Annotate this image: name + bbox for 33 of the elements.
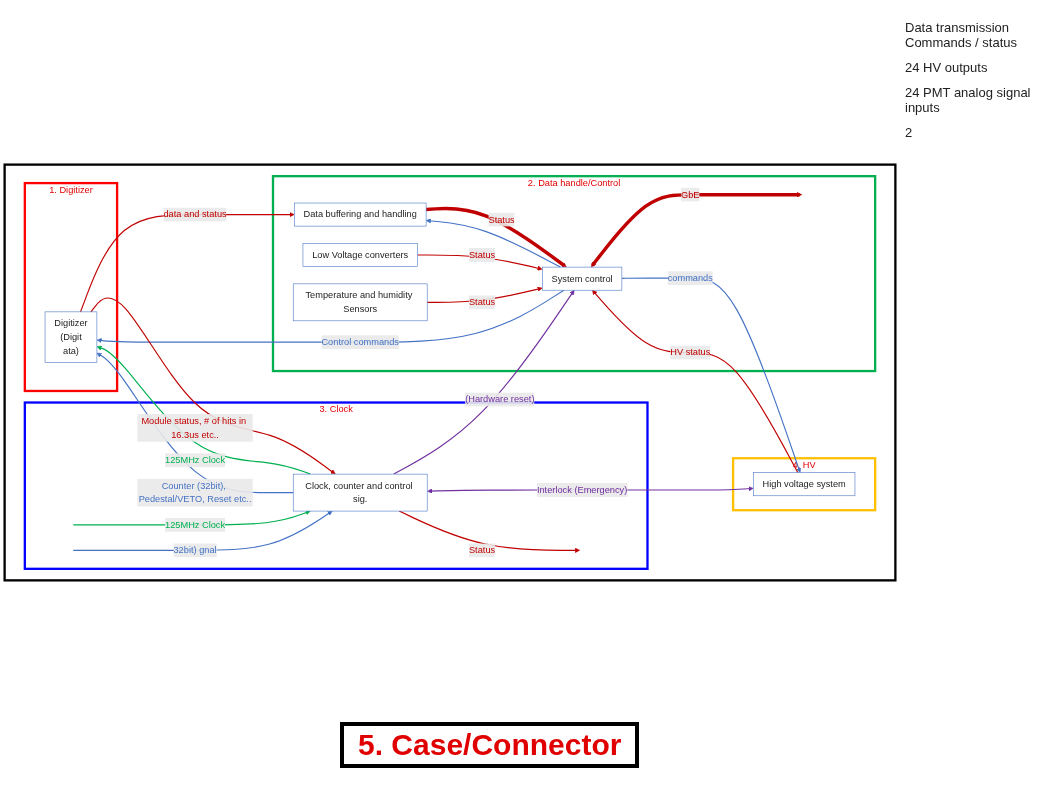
note-label: 2 — [905, 125, 914, 140]
edge-label: GbE — [681, 189, 700, 200]
edge-label: commands — [667, 272, 713, 283]
edge-label: Status — [468, 249, 496, 260]
edge-label: Interlock (Emergency) — [536, 484, 628, 495]
node-box: Clock, counter and control sig. — [292, 473, 428, 512]
node-box: Data buffering and handling — [294, 202, 427, 227]
cluster — [3, 163, 897, 582]
node-box: Temperature and humidity Sensors — [292, 283, 428, 322]
arrow — [591, 192, 803, 268]
arrow — [393, 290, 575, 475]
title: 5. Case/Connector — [340, 722, 640, 768]
edge-label: Status — [468, 545, 496, 555]
node-box: Digitizer (Digit ata) — [44, 311, 98, 363]
note-label: 24 HV outputs — [905, 60, 989, 75]
edge-label: data and status — [163, 209, 227, 220]
edge-label: Module status, # of hits in 16.3us etc.. — [141, 415, 247, 440]
arrow — [425, 218, 561, 268]
note-label: 24 PMT analog signal inputs — [905, 85, 1032, 115]
edge-label: Control commands — [321, 336, 399, 347]
edge-label: (Hardware reset) — [465, 394, 535, 405]
node-box: System control — [542, 266, 623, 291]
edge-label: 125MHz Clock — [165, 519, 226, 530]
note-label: Data transmission Commands / status — [905, 20, 1018, 50]
node-box: Low Voltage converters — [302, 243, 418, 267]
edge-label: Status — [488, 214, 515, 225]
edge-label: Status — [468, 297, 496, 307]
edge-label: 32bit) gnal — [173, 545, 217, 555]
edge-label: 125MHz Clock — [165, 455, 226, 465]
edge-label: Counter (32bit), Pedestal/VETO, Reset etc.. — [138, 480, 252, 505]
node-box: High voltage system — [753, 472, 856, 497]
edge-label: HV status — [670, 347, 711, 358]
arrow — [425, 206, 567, 268]
